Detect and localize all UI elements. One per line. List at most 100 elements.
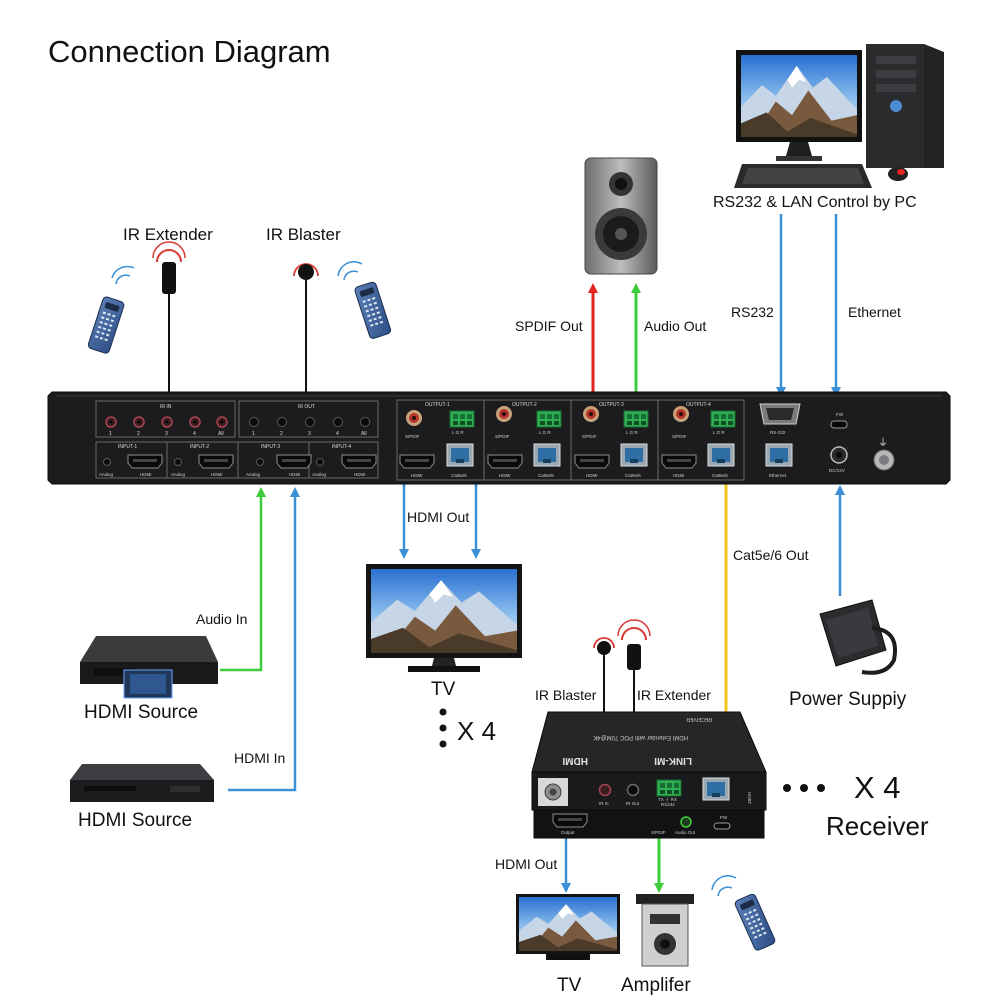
spdif-jack[interactable]: [496, 406, 512, 422]
rx-model-text: RECEIVER: [686, 716, 712, 722]
ir-in-jack[interactable]: [161, 416, 173, 428]
audio-in-label: Audio In: [196, 611, 247, 627]
analog-label: Analog: [312, 472, 327, 477]
ir-out-port-label: 4: [336, 431, 339, 437]
audio-terminal[interactable]: [449, 410, 475, 428]
pc-mouse: [888, 167, 908, 181]
ir-in-jack[interactable]: [133, 416, 145, 428]
analog-in-jack[interactable]: [103, 458, 111, 466]
connection-lines: [220, 214, 845, 893]
ir-out-group: [238, 400, 379, 438]
matrix-device: IR IN 1 2 3 4 All IR OUT 1 2 3 4 All INP…: [47, 391, 951, 485]
hdmi-label: HDMI: [289, 472, 301, 477]
ir-out-jack[interactable]: [277, 417, 287, 427]
hdmi-in-port[interactable]: [127, 454, 163, 469]
spdif-jack[interactable]: [673, 406, 689, 422]
ir-in-port-label: All: [218, 431, 224, 437]
spdif-jack[interactable]: [583, 406, 599, 422]
rs232-port[interactable]: [759, 403, 801, 425]
rx-hdbt-port[interactable]: [702, 777, 730, 801]
ir-out-jack[interactable]: [305, 417, 315, 427]
ir-in-port-label: 4: [193, 431, 196, 437]
receiver-multiplier: X 4: [854, 770, 901, 805]
rx-ir-blaster-label: IR Blaster: [535, 687, 597, 703]
ethernet-port[interactable]: [765, 443, 793, 467]
input-title: INPUT-4: [332, 444, 351, 450]
rx-ir-out-text: IR Out: [626, 801, 640, 806]
hdmi-in-port[interactable]: [198, 454, 234, 469]
rx-rs232-terminal[interactable]: [656, 779, 682, 797]
ir-out-port-label: All: [361, 431, 367, 437]
input-title: INPUT-2: [190, 444, 209, 450]
ir-out-title: IR OUT: [298, 404, 315, 410]
rx-fw-port[interactable]: [713, 822, 731, 830]
hdmi-out-port[interactable]: [574, 454, 610, 469]
power-supply-label: Power Suppiy: [789, 689, 907, 710]
cat-label: Cat5e/6: [712, 473, 728, 478]
lgr-label: L G R: [452, 430, 464, 435]
audio-terminal[interactable]: [710, 410, 736, 428]
cat-out-port[interactable]: [620, 443, 648, 467]
rx-hdmi-output-port[interactable]: [552, 813, 588, 828]
hdmi-out-port[interactable]: [661, 454, 697, 469]
cat-label: Cat5e/6: [538, 473, 554, 478]
tv-label: TV: [431, 679, 456, 700]
ir-in-jack[interactable]: [105, 416, 117, 428]
rx-brand-text: LINK-MI: [654, 755, 692, 766]
hdmi-source-label-1: HDMI Source: [84, 702, 198, 723]
cat-out-port[interactable]: [446, 443, 474, 467]
hdmi-in-port[interactable]: [276, 454, 312, 469]
output-title: OUTPUT-3: [599, 402, 624, 408]
analog-in-jack[interactable]: [174, 458, 182, 466]
more-dots-horizontal: [783, 784, 825, 792]
rx-ir-in-text: IR In: [599, 801, 609, 806]
ir-blaster-label: IR Blaster: [266, 225, 341, 244]
cat-out-port[interactable]: [707, 443, 735, 467]
remote-control-bottom: [733, 892, 777, 952]
ir-out-jack[interactable]: [333, 417, 343, 427]
pc-tower: [866, 44, 944, 168]
audio-terminal[interactable]: [623, 410, 649, 428]
ir-in-jack[interactable]: [216, 416, 228, 428]
bluray-player: [80, 636, 218, 699]
rx-ir-out-jack[interactable]: [626, 783, 640, 797]
analog-in-jack[interactable]: [316, 458, 324, 466]
remote-signal-bottom: [711, 875, 737, 897]
analog-label: Analog: [99, 472, 114, 477]
spdif-out-label: SPDIF Out: [515, 318, 583, 334]
remote-signal-right: [337, 261, 363, 281]
hdmi-out-port[interactable]: [487, 454, 523, 469]
cat-out-port[interactable]: [533, 443, 561, 467]
pc-keyboard: [734, 164, 872, 188]
analog-label: Analog: [171, 472, 186, 477]
rx-ir-extender-label: IR Extender: [637, 687, 711, 703]
hdmi-out-port[interactable]: [399, 454, 435, 469]
out-hdmi-label: HDMI: [411, 473, 423, 478]
hdmi-in-line: [228, 487, 300, 792]
analog-in-jack[interactable]: [256, 458, 264, 466]
rx-spdif-text: S/PDIF: [651, 830, 666, 835]
audio-in-line: [220, 487, 266, 672]
ground-screw[interactable]: ⏚: [873, 437, 895, 471]
ir-out-jack[interactable]: [360, 417, 370, 427]
ir-out-port-label: 3: [308, 431, 311, 437]
ir-out-port-label: 1: [252, 431, 255, 437]
lgr-label: L G R: [539, 430, 551, 435]
spdif-label: S/PDIF: [672, 434, 687, 439]
fw-port[interactable]: [830, 420, 848, 429]
input-title: INPUT-1: [118, 444, 137, 450]
fw-label: FW: [836, 412, 844, 417]
input-title: INPUT-3: [261, 444, 280, 450]
rx-ir-in-jack[interactable]: [598, 783, 612, 797]
spdif-jack[interactable]: [406, 410, 422, 426]
rx-audio-out-jack[interactable]: [680, 816, 692, 828]
ir-out-jack[interactable]: [249, 417, 259, 427]
dvd-player: [70, 764, 214, 802]
more-dots-vertical: [439, 708, 447, 748]
spdif-label: S/PDIF: [405, 434, 420, 439]
ir-in-jack[interactable]: [189, 416, 201, 428]
audio-terminal[interactable]: [536, 410, 562, 428]
hdmi-in-port[interactable]: [341, 454, 377, 469]
hdmi-in-label: HDMI In: [234, 750, 285, 766]
